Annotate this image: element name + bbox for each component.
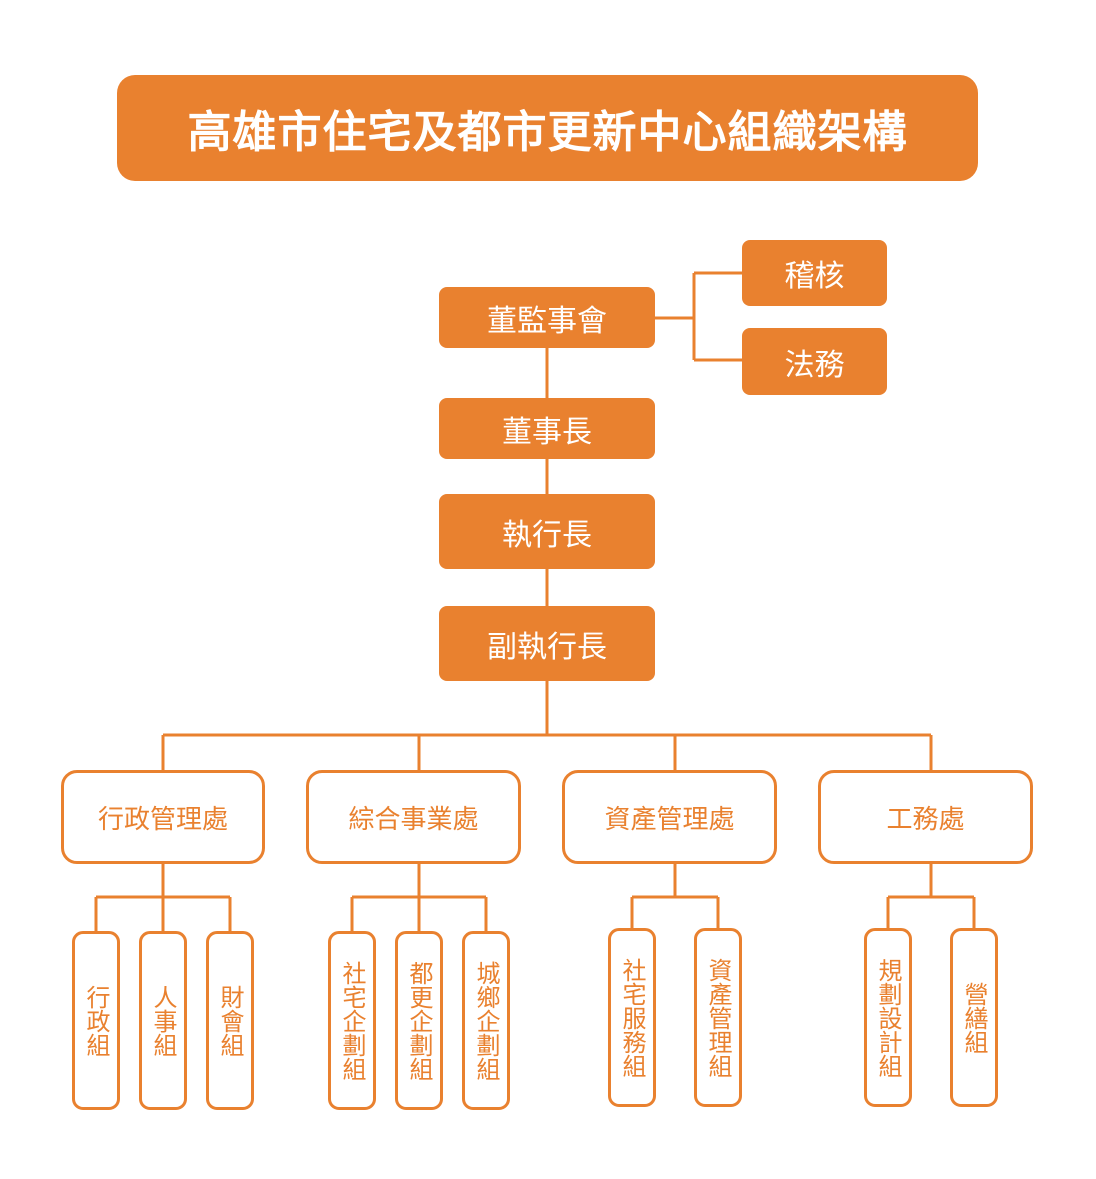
team-box: 人事組 bbox=[139, 931, 187, 1110]
team-box: 都更企劃組 bbox=[395, 931, 443, 1110]
chart-title: 高雄市住宅及都市更新中心組織架構 bbox=[117, 75, 978, 181]
team-box: 規劃設計組 bbox=[864, 928, 912, 1107]
ceo-box: 執行長 bbox=[439, 494, 655, 569]
team-box: 行政組 bbox=[72, 931, 120, 1110]
audit-box: 稽核 bbox=[742, 240, 887, 306]
legal-box: 法務 bbox=[742, 328, 887, 395]
department-box: 綜合事業處 bbox=[306, 770, 521, 864]
team-box: 財會組 bbox=[206, 931, 254, 1110]
department-box: 行政管理處 bbox=[61, 770, 265, 864]
board-box: 董監事會 bbox=[439, 287, 655, 348]
chairman-box: 董事長 bbox=[439, 398, 655, 459]
team-box: 社宅服務組 bbox=[608, 928, 656, 1107]
team-box: 資產管理組 bbox=[694, 928, 742, 1107]
team-box: 城鄉企劃組 bbox=[462, 931, 510, 1110]
department-box: 資產管理處 bbox=[562, 770, 777, 864]
team-box: 營繕組 bbox=[950, 928, 998, 1107]
department-box: 工務處 bbox=[818, 770, 1033, 864]
deputy-ceo-box: 副執行長 bbox=[439, 606, 655, 681]
team-box: 社宅企劃組 bbox=[328, 931, 376, 1110]
